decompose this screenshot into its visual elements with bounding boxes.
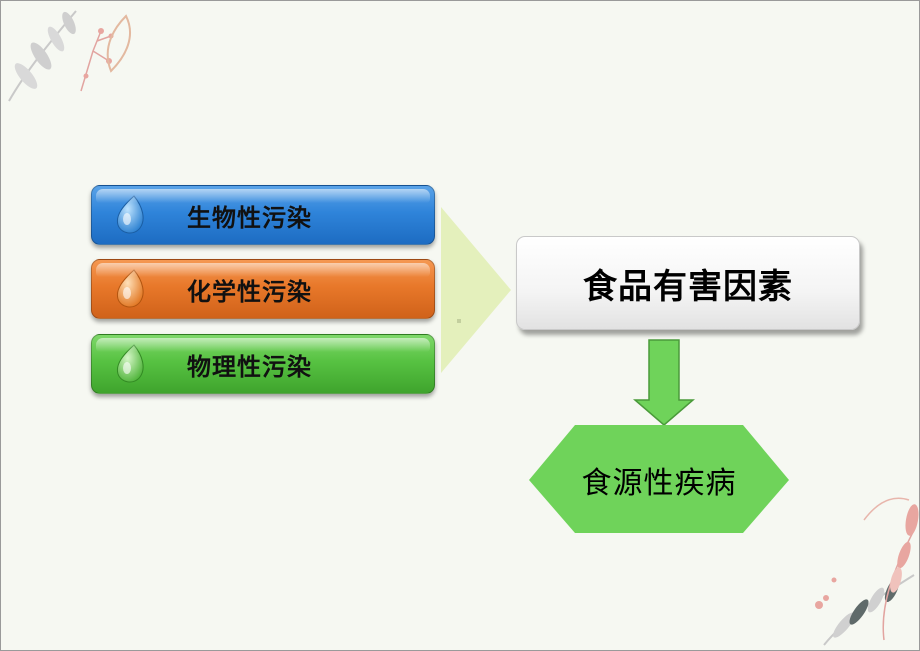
floral-decoration-bottom-right (815, 497, 919, 646)
chemical-contamination-label: 化学性污染 (187, 277, 312, 306)
water-drop-icon (116, 269, 144, 308)
food-hazard-factors-box: 食品有害因素 (516, 236, 860, 330)
biological-contamination-box: 生物性污染 (91, 185, 435, 245)
physical-contamination-box: 物理性污染 (91, 334, 435, 394)
water-drop-icon (116, 344, 144, 383)
water-drop-icon (116, 195, 144, 234)
right-chevron-arrow (441, 207, 511, 373)
floral-decoration-top-left (8, 10, 131, 102)
foodborne-disease-hexagon (529, 425, 789, 533)
biological-contamination-label: 生物性污染 (187, 203, 312, 232)
food-hazard-factors-label: 食品有害因素 (583, 266, 793, 307)
foodborne-disease-label: 食源性疾病 (581, 466, 737, 501)
physical-contamination-label: 物理性污染 (187, 352, 312, 381)
down-arrow (633, 339, 695, 426)
chemical-contamination-box: 化学性污染 (91, 259, 435, 319)
